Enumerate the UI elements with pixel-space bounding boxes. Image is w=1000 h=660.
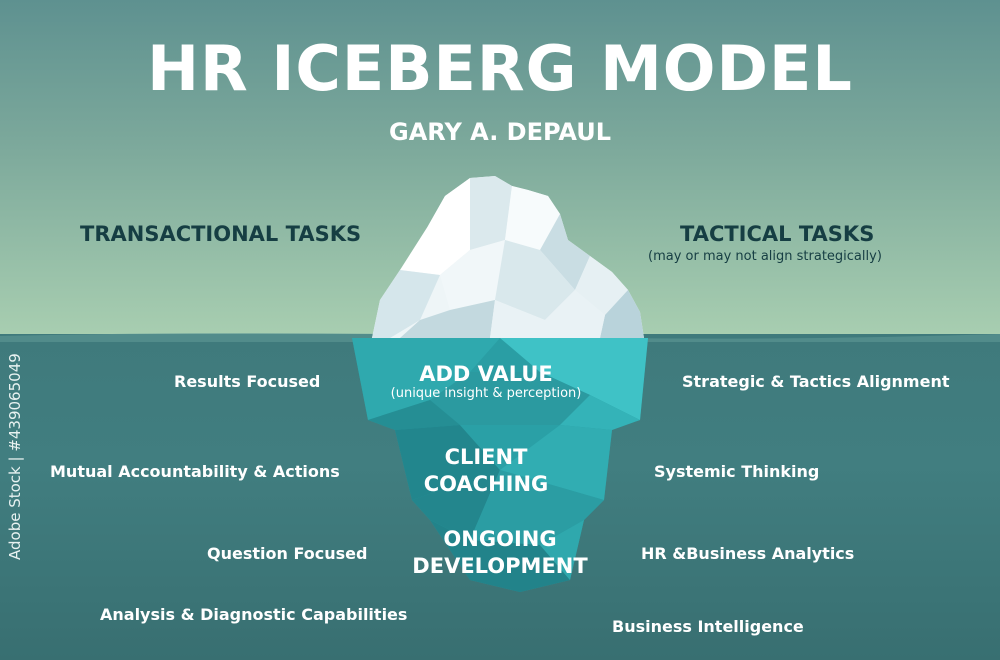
level-ongoing-development-line1: ONGOING xyxy=(443,527,557,551)
iceberg-underwater xyxy=(352,338,648,592)
level-ongoing-development: ONGOING DEVELOPMENT xyxy=(370,526,630,580)
right-item: Strategic & Tactics Alignment xyxy=(682,372,950,391)
level-add-value: ADD VALUE (unique insight & perception) xyxy=(356,362,616,401)
transactional-tasks-heading: TRANSACTIONAL TASKS xyxy=(80,222,362,246)
left-item: Analysis & Diagnostic Capabilities xyxy=(100,605,408,624)
level-client-coaching: CLIENT COACHING xyxy=(356,444,616,498)
level-client-coaching-line1: CLIENT xyxy=(444,445,528,469)
stock-id-watermark: Adobe Stock | #439065049 xyxy=(6,353,24,560)
page-title: HR ICEBERG MODEL xyxy=(147,32,853,105)
level-client-coaching-line2: COACHING xyxy=(423,472,549,496)
right-item: Systemic Thinking xyxy=(654,462,820,481)
iceberg-tip xyxy=(372,176,644,338)
tactical-tasks-note: (may or may not align strategically) xyxy=(648,249,882,264)
level-add-value-note: (unique insight & perception) xyxy=(390,386,582,401)
left-item: Question Focused xyxy=(207,544,368,563)
level-add-value-label: ADD VALUE xyxy=(419,362,553,386)
left-item: Results Focused xyxy=(174,372,321,391)
tactical-tasks-heading: TACTICAL TASKS xyxy=(680,222,875,246)
right-item: Business Intelligence xyxy=(612,617,804,636)
left-item: Mutual Accountability & Actions xyxy=(50,462,340,481)
right-item: HR &Business Analytics xyxy=(641,544,855,563)
level-ongoing-development-line2: DEVELOPMENT xyxy=(412,554,588,578)
author-subtitle: GARY A. DEPAUL xyxy=(389,118,611,146)
